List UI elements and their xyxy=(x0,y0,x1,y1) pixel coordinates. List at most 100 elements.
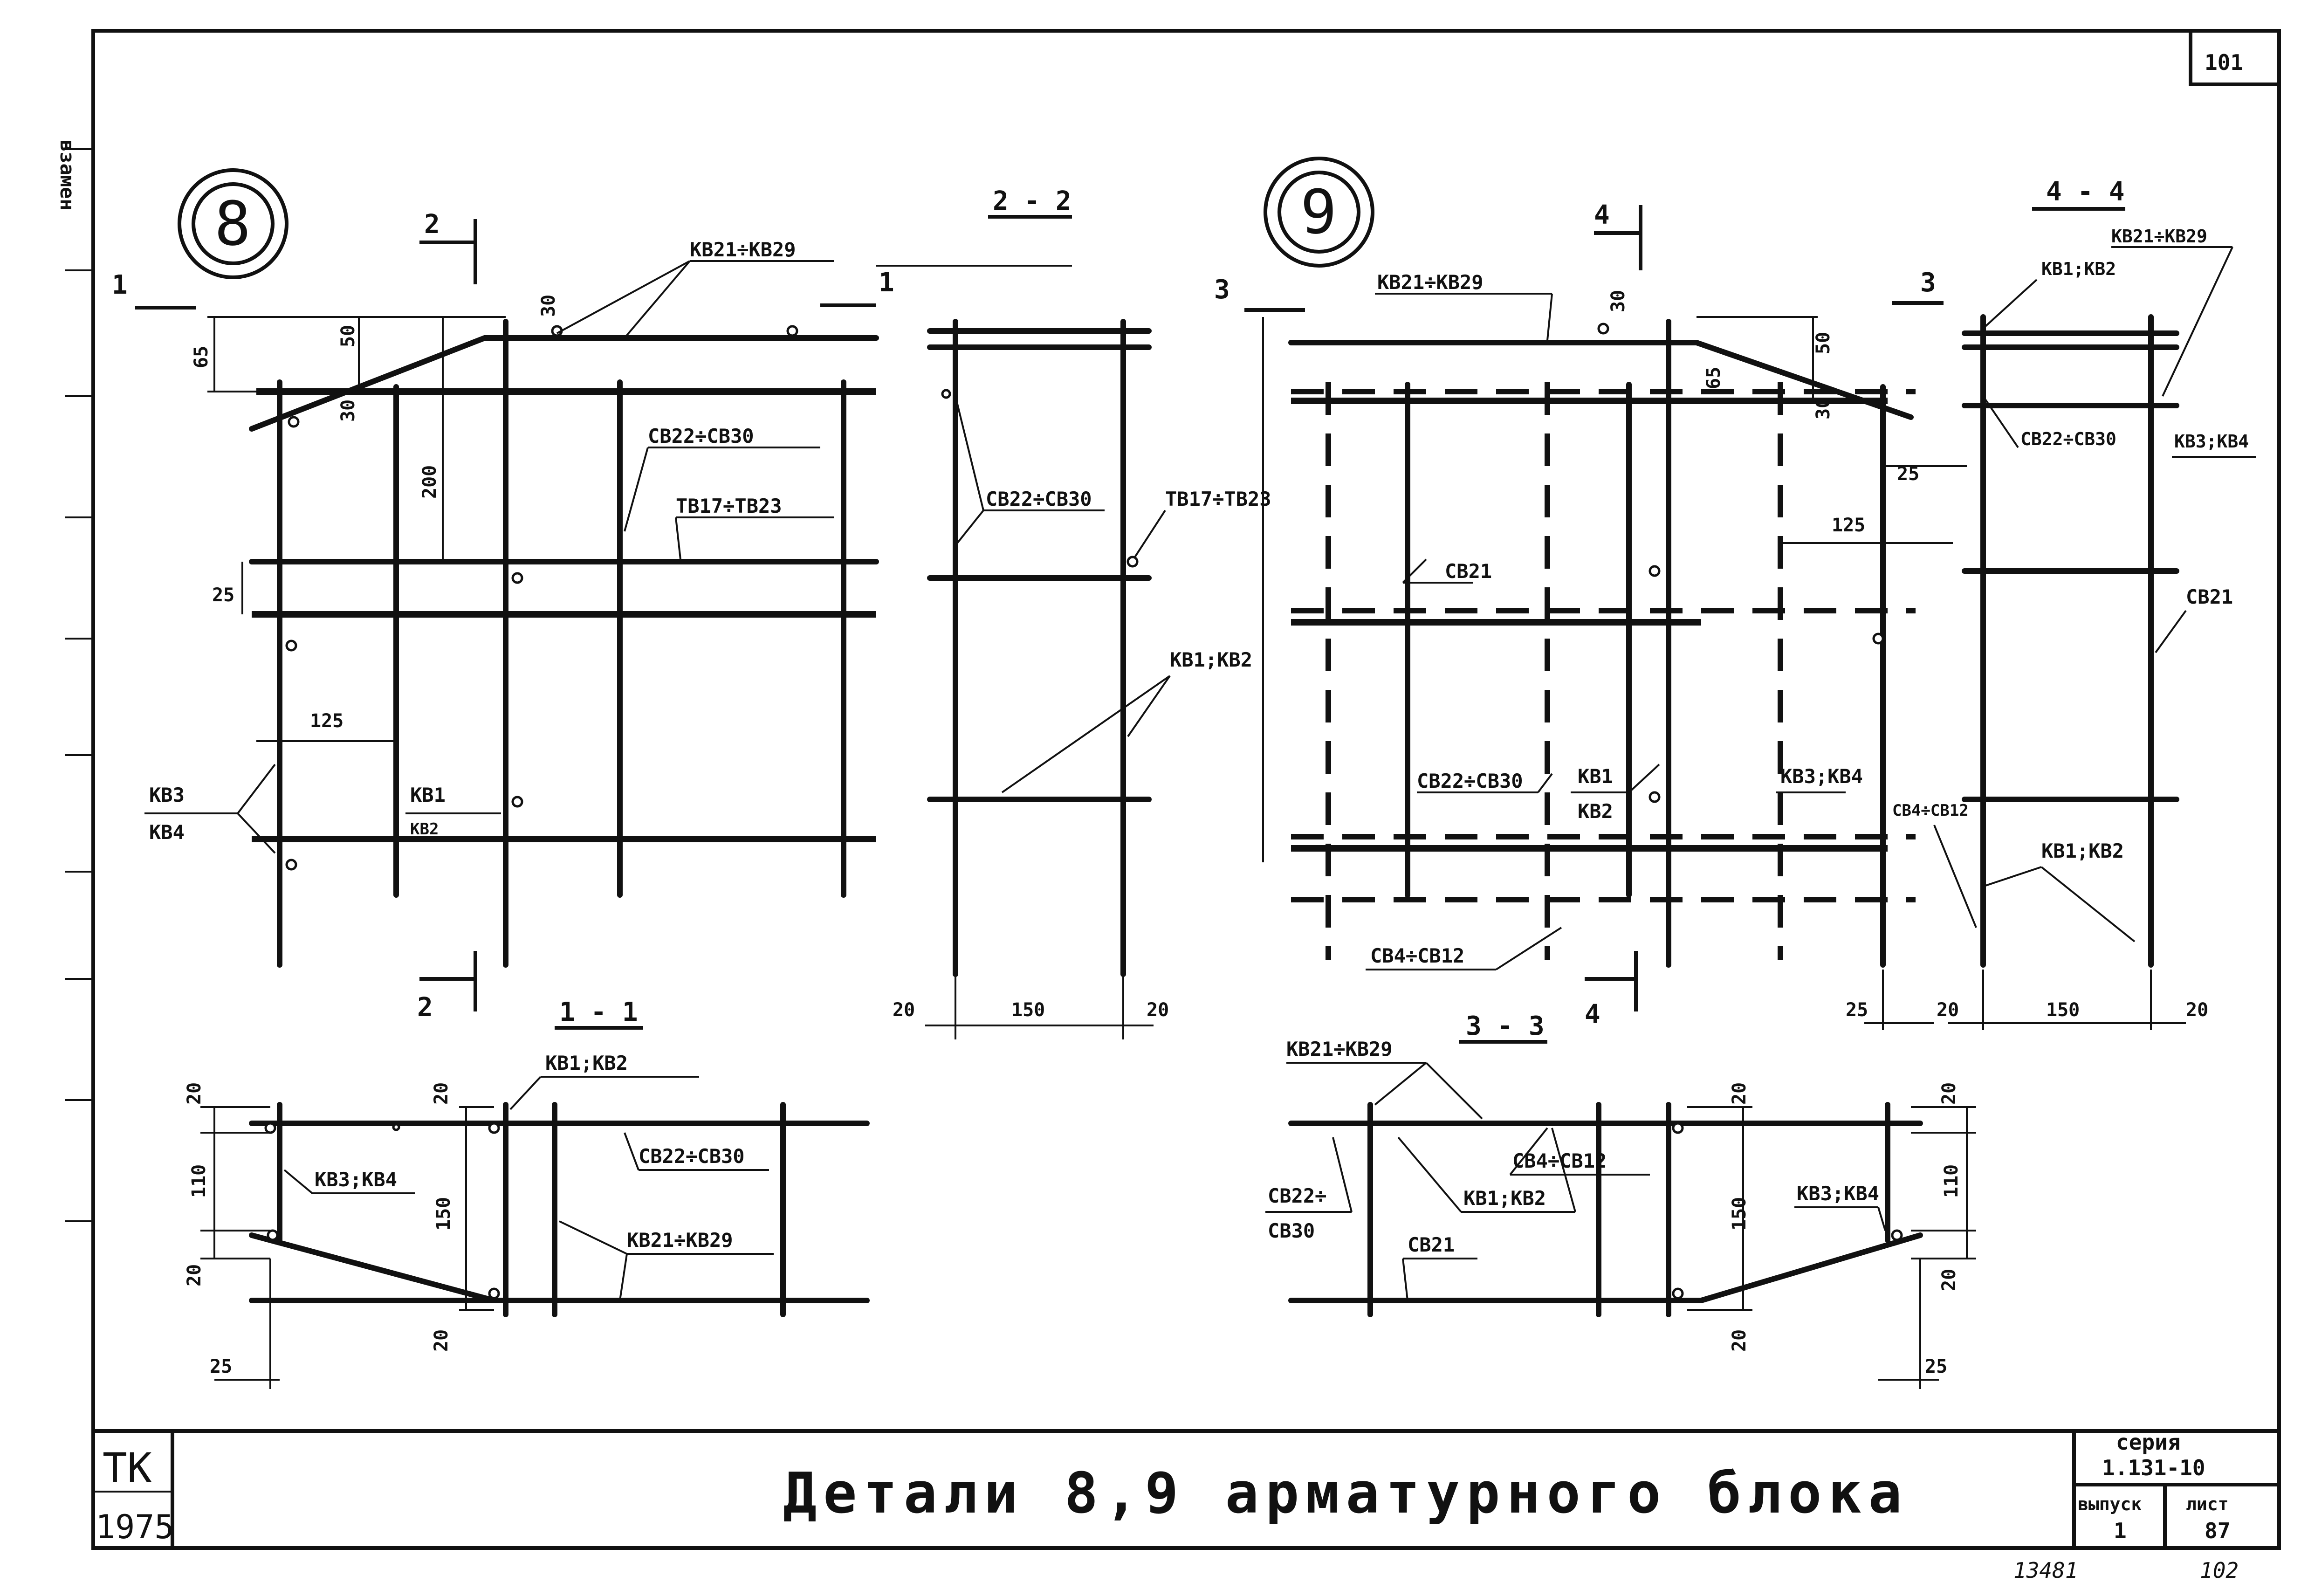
s33-dim-20c: 20 xyxy=(1938,1082,1960,1105)
d9-label-mesh: СВ22÷СВ30 xyxy=(1417,770,1523,792)
s11-dim-25: 25 xyxy=(210,1356,232,1377)
s33-title: 3 - 3 xyxy=(1466,1011,1545,1041)
s22-dim-right: 20 xyxy=(1147,999,1169,1021)
issue-value: 1 xyxy=(2114,1518,2127,1543)
detail-9-circle-inner xyxy=(1278,171,1360,254)
side-text: взамен xyxy=(56,140,79,211)
d9-label-kb1: КВ1 xyxy=(1578,765,1613,788)
s44-label-kb12top: КВ1;КВ2 xyxy=(2041,259,2116,279)
detail-9-circle-outer xyxy=(1264,157,1374,268)
s11-label-kb34: КВ3;КВ4 xyxy=(315,1168,397,1191)
s22-title: 2 - 2 xyxy=(993,186,1072,216)
d8-label-top-bars: КВ21÷КВ29 xyxy=(690,238,796,261)
s33-dim-20d: 20 xyxy=(1938,1269,1960,1291)
s44-label-cb21: СВ21 xyxy=(2186,585,2233,608)
s33-label-mesh2: СВ30 xyxy=(1268,1219,1315,1242)
detail-9-number: 9 xyxy=(1300,177,1337,248)
s11-dim-20c: 20 xyxy=(431,1082,452,1105)
s44-label-kb12: КВ1;КВ2 xyxy=(2041,839,2124,862)
d9-cut-3a: 3 xyxy=(1214,275,1230,305)
d9-dim-30b: 30 xyxy=(1813,397,1834,420)
detail-8: 8 65 50 30 30 200 25 125 xyxy=(112,168,1072,1023)
d8-label-kb1: КВ1 xyxy=(410,784,446,806)
s11-label-top: КВ21÷КВ29 xyxy=(627,1229,733,1252)
stamp-year: 1975 xyxy=(96,1508,174,1546)
s33-dim-25: 25 xyxy=(1925,1356,1947,1377)
d8-dim-125: 125 xyxy=(310,710,343,732)
s33-label-top: КВ21÷КВ29 xyxy=(1286,1038,1393,1060)
handwritten-right: 102 xyxy=(2200,1558,2239,1583)
sheet-frame xyxy=(91,29,2281,1550)
series-label: серия xyxy=(2116,1430,2180,1455)
d8-cut-1: 1 xyxy=(112,270,128,300)
s11-dim-150: 150 xyxy=(433,1197,454,1231)
sheet-value: 87 xyxy=(2205,1518,2230,1543)
s22-label-kb: КВ1;КВ2 xyxy=(1170,648,1252,671)
sheet-number-box xyxy=(2189,29,2281,86)
d9-dim-bottom25: 25 xyxy=(1846,999,1868,1021)
s33-dim-110: 110 xyxy=(1941,1164,1962,1198)
detail-8-number: 8 xyxy=(214,188,251,259)
d8-dim-65: 65 xyxy=(191,346,212,368)
s33-dim-20b: 20 xyxy=(1729,1329,1750,1352)
s33-label-kb12: КВ1;КВ2 xyxy=(1463,1187,1546,1210)
d9-cut-3b: 3 xyxy=(1920,268,1936,298)
s44-label-kb34: КВ3;КВ4 xyxy=(2174,431,2249,452)
detail-8-circle-outer xyxy=(178,168,288,279)
sheet-label: лист xyxy=(2186,1494,2229,1514)
s33-dim-150: 150 xyxy=(1729,1197,1750,1231)
s44-dim-right: 20 xyxy=(2186,999,2208,1021)
s44-label-mesh: СВ22÷СВ30 xyxy=(2020,429,2116,449)
section-4-4: 4 - 4 20 150 20 КВ21÷КВ29 КВ1;КВ2 СВ22÷С… xyxy=(1892,177,2256,1030)
left-margin-ticks xyxy=(65,148,93,1222)
section-2-2: 2 - 2 20 150 20 СВ22÷СВ30 ТВ17÷ТВ23 КВ1;… xyxy=(893,186,1271,1039)
d9-dim-125: 125 xyxy=(1832,515,1865,536)
d8-dim-50: 50 xyxy=(337,325,359,347)
d9-label-kb2: КВ2 xyxy=(1578,800,1613,823)
s44-label-top: КВ21÷КВ29 xyxy=(2111,226,2207,247)
d9-dim-25: 25 xyxy=(1897,463,1919,485)
d8-dim-30b: 30 xyxy=(538,295,559,317)
d9-label-cb21: СВ21 xyxy=(1445,560,1492,583)
detail-8-circle-inner xyxy=(192,182,275,265)
section-3-3: 3 - 3 20 150 20 20 110 20 25 КВ21÷КВ29 С… xyxy=(1265,1011,1976,1389)
d8-cut-2b: 2 xyxy=(417,992,433,1023)
s11-title: 1 - 1 xyxy=(559,997,638,1027)
d9-dim-30: 30 xyxy=(1607,290,1629,312)
s22-dim-left: 20 xyxy=(893,999,915,1021)
s33-label-mesh1: СВ22÷ xyxy=(1268,1184,1326,1207)
d8-label-kb4: КВ4 xyxy=(149,821,185,844)
d9-label-cb4: СВ4÷СВ12 xyxy=(1370,944,1464,967)
detail-9: 9 30 65 50 30 25 125 25 КВ21÷К xyxy=(1214,157,1967,1030)
stamp-tk: ТК xyxy=(103,1444,152,1492)
d9-dim-50: 50 xyxy=(1813,332,1834,354)
issue-label: выпуск xyxy=(2078,1494,2142,1514)
handwritten-left: 13481 xyxy=(2013,1558,2078,1583)
d9-cut-4a: 4 xyxy=(1594,200,1610,230)
s33-dim-20a: 20 xyxy=(1729,1082,1750,1105)
d9-cut-4b: 4 xyxy=(1585,999,1600,1030)
s44-dim-mid: 150 xyxy=(2046,999,2080,1021)
s11-label-kb12: КВ1;КВ2 xyxy=(545,1052,628,1074)
s11-dim-20b: 20 xyxy=(184,1264,205,1286)
s11-dim-20a: 20 xyxy=(184,1082,205,1105)
d8-cut-1b: 1 xyxy=(879,268,894,298)
s22-label-tb: ТВ17÷ТВ23 xyxy=(1165,488,1271,510)
s11-dim-110: 110 xyxy=(188,1164,210,1198)
s44-label-cb4: СВ4÷СВ12 xyxy=(1892,801,1969,820)
d8-dim-30a: 30 xyxy=(337,399,359,422)
d8-cut-2a: 2 xyxy=(424,209,440,240)
s33-label-cb21: СВ21 xyxy=(1408,1233,1455,1256)
s22-dim-mid: 150 xyxy=(1011,999,1045,1021)
s44-dim-left: 20 xyxy=(1937,999,1959,1021)
s11-dim-20d: 20 xyxy=(431,1329,452,1352)
d9-dim-65: 65 xyxy=(1703,367,1724,389)
s22-label-mesh: СВ22÷СВ30 xyxy=(986,488,1092,510)
d8-dim-200: 200 xyxy=(419,465,440,499)
d8-label-mesh: СВ22÷СВ30 xyxy=(648,425,754,447)
d8-label-kb3: КВ3 xyxy=(149,784,185,806)
s33-label-kb34: КВ3;КВ4 xyxy=(1797,1182,1879,1205)
section-1-1: 1 - 1 20 110 20 20 150 20 25 КВ1;КВ2 КВ3… xyxy=(184,997,870,1389)
s44-title: 4 - 4 xyxy=(2046,177,2125,207)
d8-dim-25: 25 xyxy=(212,585,234,606)
